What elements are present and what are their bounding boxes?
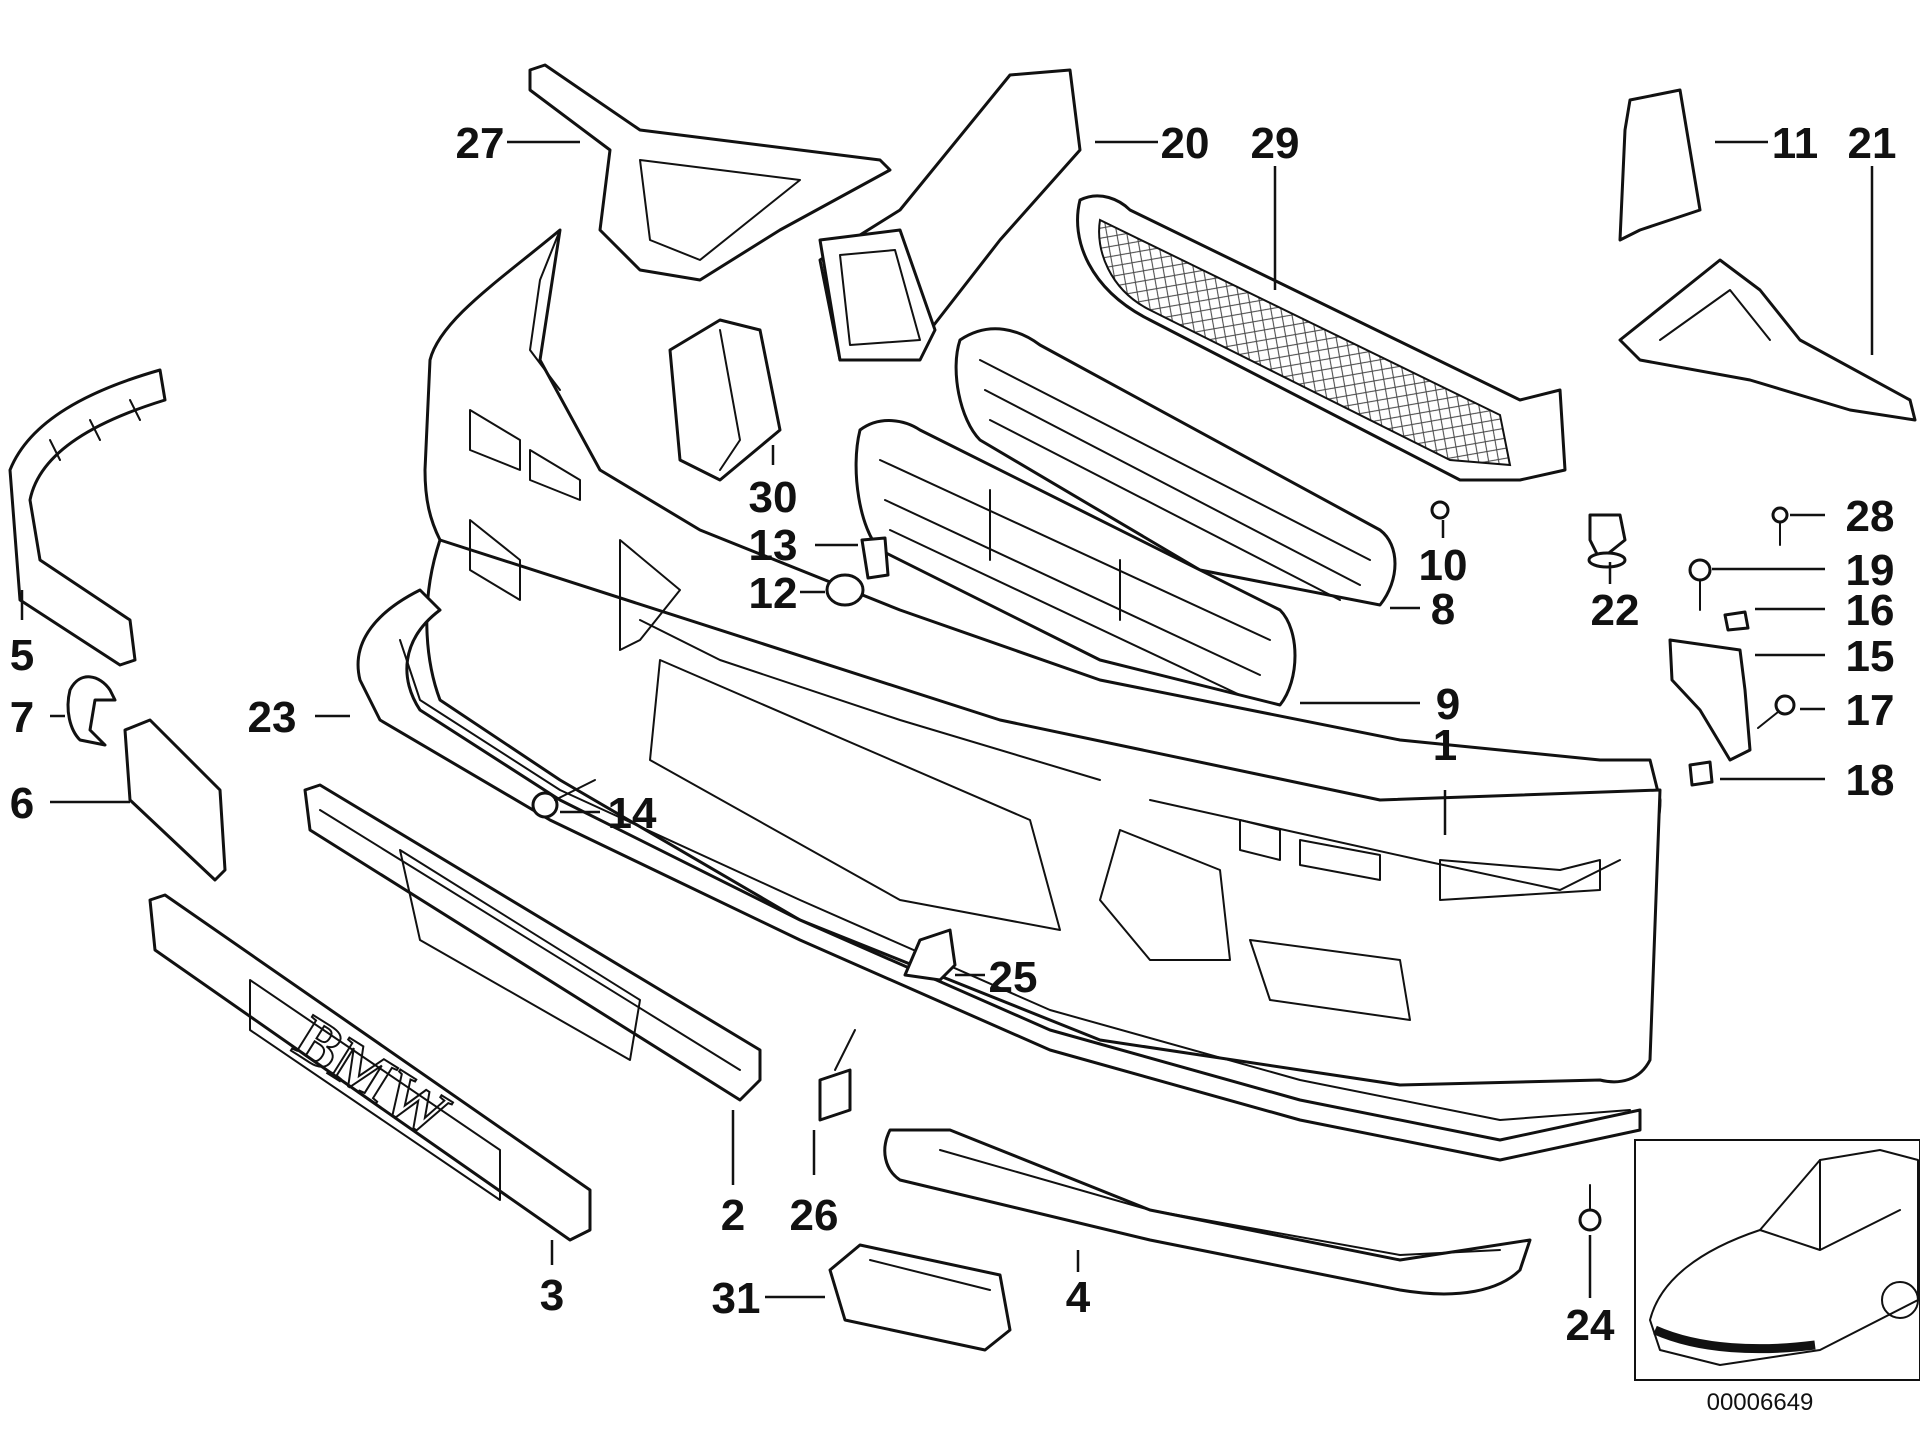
corner-bracket-part-21 <box>1618 258 1917 422</box>
callout-4: 4 <box>1066 1273 1091 1322</box>
figure-number: 00006649 <box>1707 1389 1814 1416</box>
clip-part-7 <box>66 675 117 747</box>
clip-part-25 <box>903 928 957 982</box>
callout-7: 7 <box>10 693 34 742</box>
vehicle-inset <box>1634 1139 1920 1381</box>
clip-part-24 <box>1578 1184 1602 1232</box>
callout-11: 11 <box>1772 119 1819 168</box>
bumper-cover-part-1 <box>423 228 1662 1087</box>
callout-19: 19 <box>1846 546 1895 595</box>
callout-25: 25 <box>989 953 1038 1002</box>
clip-part-16 <box>1723 610 1750 632</box>
callout-13: 13 <box>749 521 798 570</box>
screw-part-19 <box>1688 558 1712 611</box>
callout-26: 26 <box>790 1191 839 1240</box>
screw-part-28 <box>1771 506 1789 546</box>
callout-1: 1 <box>1433 721 1457 770</box>
callout-21: 21 <box>1848 119 1897 168</box>
callout-8: 8 <box>1431 585 1455 634</box>
callout-23: 23 <box>248 693 297 742</box>
block-part-30 <box>668 318 782 482</box>
screw-part-17 <box>1757 694 1796 729</box>
callout-14: 14 <box>608 789 657 838</box>
bmw-emblem-text: BMW <box>283 1002 462 1151</box>
callout-6: 6 <box>10 779 34 828</box>
mesh-grille-part-29 <box>1076 194 1567 482</box>
nut-part-18 <box>1688 760 1714 787</box>
callout-31: 31 <box>712 1274 761 1323</box>
bracket-part-15 <box>1668 638 1752 762</box>
upper-bracket-part-27 <box>528 63 892 282</box>
callout-27: 27 <box>456 119 505 168</box>
clip-part-13 <box>860 536 890 580</box>
callout-17: 17 <box>1846 686 1895 735</box>
callout-9: 9 <box>1436 680 1460 729</box>
callout-3: 3 <box>540 1271 564 1320</box>
side-trim-part-5 <box>8 368 167 667</box>
callout-24: 24 <box>1566 1301 1615 1350</box>
clip-part-10 <box>1430 500 1450 520</box>
callout-10: 10 <box>1419 541 1468 590</box>
screw-part-14 <box>531 779 596 819</box>
callout-16: 16 <box>1846 586 1895 635</box>
absorber-bar-part-2 <box>303 783 762 1102</box>
callout-30: 30 <box>749 473 798 522</box>
lower-lip-part-4 <box>883 1128 1532 1296</box>
callout-28: 28 <box>1846 492 1895 541</box>
callout-29: 29 <box>1251 119 1300 168</box>
grille-part-9 <box>854 419 1297 707</box>
side-cover-part-11 <box>1618 88 1702 242</box>
callout-18: 18 <box>1846 756 1895 805</box>
callout-20: 20 <box>1161 119 1210 168</box>
air-duct-part-20 <box>818 68 1082 362</box>
bolt-part-26 <box>818 1029 856 1122</box>
fog-cover-part-31 <box>828 1243 1012 1352</box>
callout-22: 22 <box>1591 586 1640 635</box>
rivet-part-22 <box>1587 513 1627 569</box>
callout-12: 12 <box>749 569 798 618</box>
leader-lines <box>20 140 1874 1299</box>
callout-2: 2 <box>721 1191 745 1240</box>
grille-part-8 <box>954 327 1397 607</box>
callout-15: 15 <box>1846 632 1895 681</box>
callout-5: 5 <box>10 631 34 680</box>
nut-part-12 <box>825 573 865 607</box>
callout-labels: 1 2 3 4 5 6 7 8 9 10 11 12 13 14 15 16 1… <box>10 119 1897 1416</box>
bracket-part-6 <box>123 718 227 882</box>
